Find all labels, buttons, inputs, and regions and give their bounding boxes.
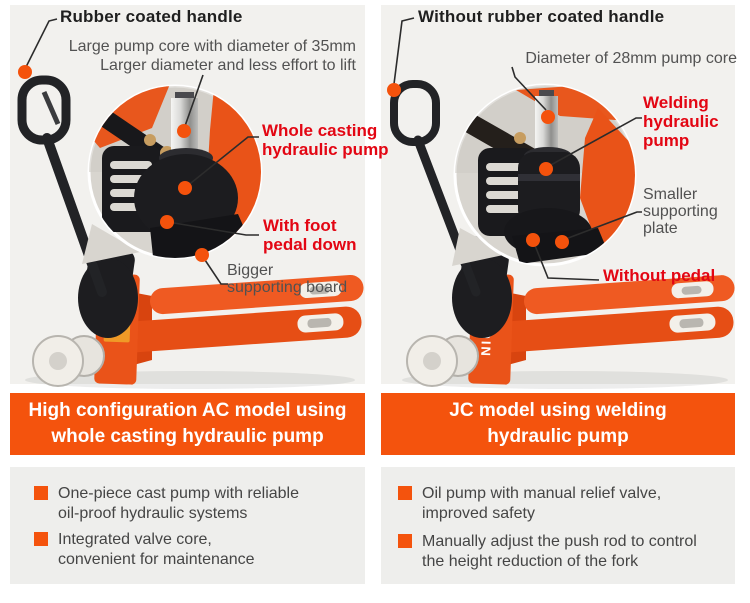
feature-item: One-piece cast pump with reliable oil-pr… [58,484,299,524]
right-model-banner: JC model using welding hydraulic pump [381,393,735,455]
note-line: Larger diameter and less effort to lift [100,57,356,74]
right-handle-callout-label: Without rubber coated handle [418,7,665,26]
label-line: Whole casting [262,121,378,140]
feature-line: improved safety [422,505,535,522]
banner-line: whole casting hydraulic pump [51,426,324,447]
left-feature-panel: One-piece cast pump with reliable oil-pr… [10,467,365,584]
feature-line: the height reduction of the fork [422,553,639,570]
right-point-markers [387,83,569,249]
label-line: Bigger [227,262,274,279]
label-line: Welding [643,93,709,112]
right-pump-core [535,96,558,154]
bullet-square-icon [398,486,412,500]
label-line: hydraulic pump [262,140,389,159]
right-handle-loop [390,80,440,146]
right-plate-label: Smaller supporting plate [643,186,718,237]
right-feature-panel: Oil pump with manual relief valve, impro… [381,467,735,584]
bullet-square-icon [34,486,48,500]
feature-item: Oil pump with manual relief valve, impro… [422,484,661,524]
right-pump-label: Welding hydraulic pump [643,93,719,150]
left-pedal-label: With foot pedal down [263,216,357,254]
banner-line: hydraulic pump [487,426,629,447]
right-pump-core-note: Diameter of 28mm pump core [512,49,737,68]
feature-line: oil-proof hydraulic systems [58,505,248,522]
right-truck-photo: NIULI [390,80,735,389]
right-pedal-label: Without pedal [603,266,715,285]
left-board-label: Bigger supporting board [227,262,347,296]
label-line: Without pedal [603,266,716,285]
left-pump-core-note: Large pump core with diameter of 35mm La… [56,37,356,75]
left-model-banner: High configuration AC model using whole … [10,393,365,455]
banner-line: JC model using welding [449,400,667,421]
label-line: pedal down [263,235,357,254]
left-handle-loop [17,75,71,145]
label-line: Smaller [643,186,698,203]
left-truck-photo [17,75,364,389]
feature-line: convenient for maintenance [58,551,255,568]
feature-line: Manually adjust the push rod to control [422,533,697,550]
banner-line: High configuration AC model using [28,400,347,421]
left-detail-circle [82,84,263,264]
bullet-square-icon [398,534,412,548]
label-line: pump [643,131,690,150]
left-pump-label: Whole casting hydraulic pump [262,121,389,159]
feature-line: Oil pump with manual relief valve, [422,485,662,502]
note-line: Diameter of 28mm pump core [525,50,737,67]
right-callout-lines [393,17,642,281]
left-handle-shaft [42,133,107,297]
left-support-board [150,214,252,258]
feature-item: Integrated valve core, convenient for ma… [58,530,255,570]
feature-item: Manually adjust the push rod to control … [422,532,697,572]
right-welded-pump-body [518,152,580,226]
label-line: hydraulic [643,112,719,131]
left-handle-callout-label: Rubber coated handle [60,7,243,26]
label-line: supporting board [227,279,348,296]
feature-line: Integrated valve core, [58,531,212,548]
label-line: supporting [643,203,718,220]
label-line: plate [643,220,678,237]
left-point-markers [18,65,209,262]
bullet-square-icon [34,532,48,546]
label-line: With foot [263,216,337,235]
right-handle-shaft [413,135,481,297]
note-line: Large pump core with diameter of 35mm [68,38,356,55]
feature-line: One-piece cast pump with reliable [58,485,300,502]
left-callout-lines [25,18,259,285]
